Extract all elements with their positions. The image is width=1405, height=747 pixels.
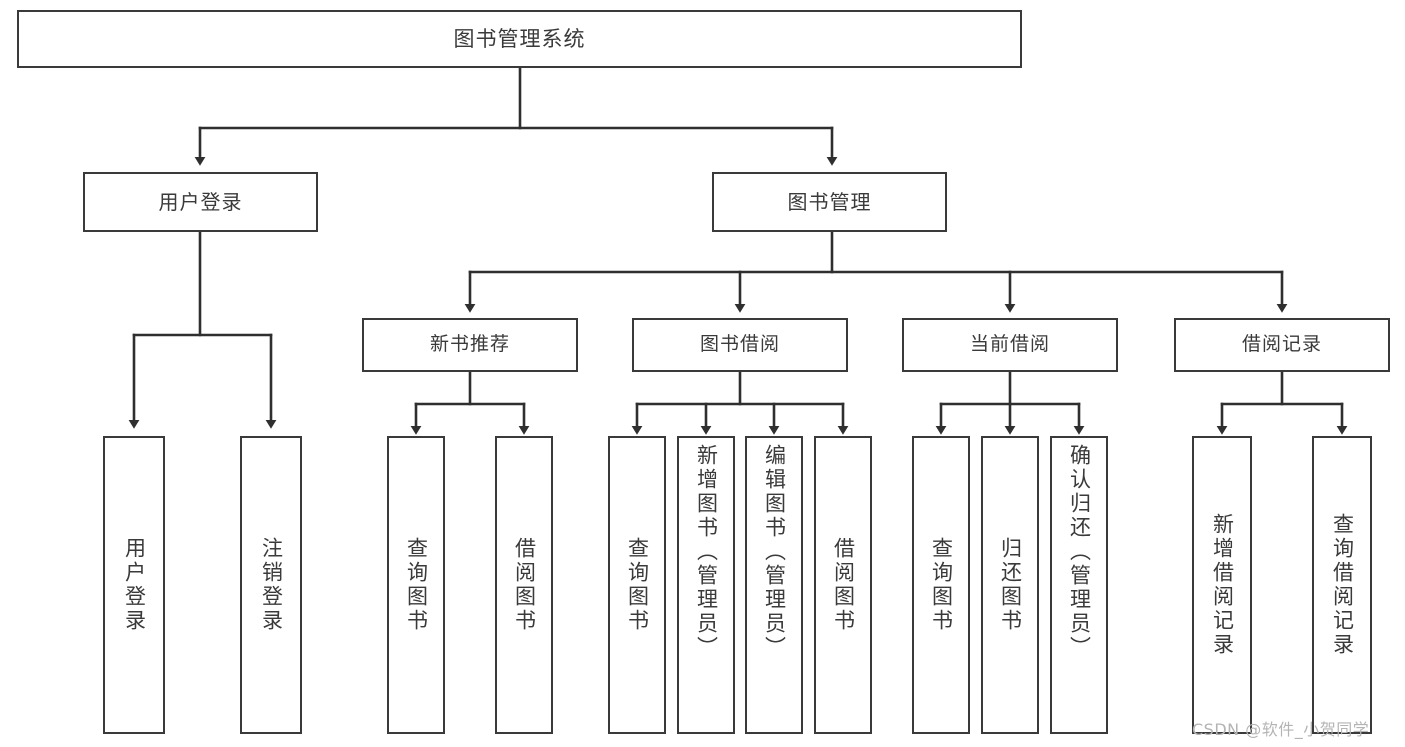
leaf-user-login-signin[interactable]: 用户登录 [103, 436, 165, 734]
leaf-current-borrow-return[interactable]: 归还图书 [981, 436, 1039, 734]
node-label: 图书借阅 [699, 333, 780, 356]
node-borrow-record[interactable]: 借阅记录 [1174, 318, 1390, 372]
node-label: 当前借阅 [969, 333, 1050, 356]
node-book-borrow[interactable]: 图书借阅 [632, 318, 848, 372]
node-label: 查询图书 [625, 537, 650, 633]
node-user-login[interactable]: 用户登录 [83, 172, 318, 232]
node-label: 编辑图书（管理员） [762, 444, 787, 660]
node-label: 确认归还（管理员） [1067, 444, 1092, 660]
leaf-current-borrow-query[interactable]: 查询图书 [912, 436, 970, 734]
node-label: 查询图书 [404, 537, 429, 633]
leaf-book-borrow-add[interactable]: 新增图书（管理员） [677, 436, 735, 734]
node-label: 新书推荐 [429, 333, 510, 356]
leaf-new-book-query[interactable]: 查询图书 [387, 436, 445, 734]
node-label: 借阅记录 [1241, 333, 1322, 356]
leaf-record-add[interactable]: 新增借阅记录 [1192, 436, 1252, 734]
node-label: 图书管理 [787, 189, 872, 214]
leaf-book-borrow-lend[interactable]: 借阅图书 [814, 436, 872, 734]
node-label: 归还图书 [998, 537, 1023, 633]
node-new-book-recommend[interactable]: 新书推荐 [362, 318, 578, 372]
node-label: 用户登录 [122, 537, 147, 633]
node-book-management[interactable]: 图书管理 [712, 172, 947, 232]
leaf-new-book-borrow[interactable]: 借阅图书 [495, 436, 553, 734]
leaf-current-borrow-confirm-return[interactable]: 确认归还（管理员） [1050, 436, 1108, 734]
node-label: 用户登录 [158, 189, 243, 214]
node-current-borrow[interactable]: 当前借阅 [902, 318, 1118, 372]
node-label: 查询图书 [929, 537, 954, 633]
node-label: 注销登录 [259, 537, 284, 633]
node-label: 新增借阅记录 [1210, 513, 1235, 657]
leaf-book-borrow-edit[interactable]: 编辑图书（管理员） [745, 436, 803, 734]
leaf-record-query[interactable]: 查询借阅记录 [1312, 436, 1372, 734]
node-label: 查询借阅记录 [1330, 513, 1355, 657]
node-label: 图书管理系统 [453, 26, 586, 51]
leaf-user-login-signout[interactable]: 注销登录 [240, 436, 302, 734]
node-label: 借阅图书 [831, 537, 856, 633]
node-root-system[interactable]: 图书管理系统 [17, 10, 1022, 68]
leaf-book-borrow-query[interactable]: 查询图书 [608, 436, 666, 734]
node-label: 新增图书（管理员） [694, 444, 719, 660]
csdn-watermark: CSDN @软件_小贺同学 [1192, 720, 1370, 739]
node-label: 借阅图书 [512, 537, 537, 633]
